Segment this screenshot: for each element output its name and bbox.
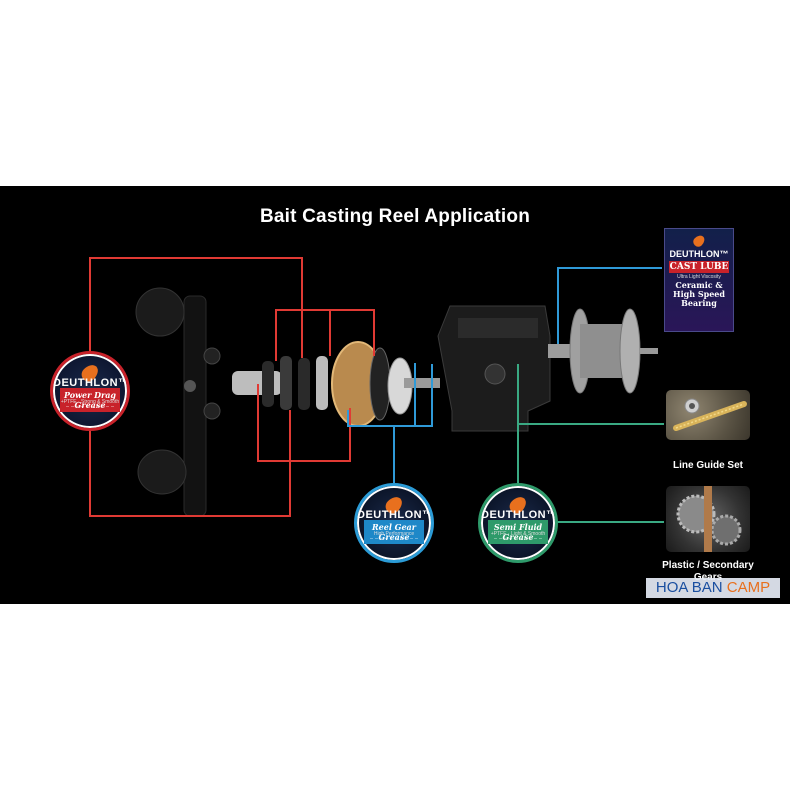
lube-spec-line: High Speed <box>673 289 725 299</box>
badge-brand: DEUTHLON™ <box>53 376 130 389</box>
gears-icon <box>370 538 418 552</box>
watermark-part: CAMP <box>726 579 771 596</box>
badge-product: Reel Gear Grease <box>364 520 424 545</box>
badge-product: Power Drag Grease <box>60 388 120 413</box>
badge-subtitle: +PTFE · Light & Smooth <box>490 531 546 538</box>
watermark-part: HOA BAN <box>655 579 727 596</box>
lube-brand: DEUTHLON™ <box>669 249 729 259</box>
badge-brand: DEUTHLON™ <box>481 508 558 521</box>
spool <box>548 308 658 394</box>
diagram-panel: Bait Casting Reel Application <box>0 186 790 604</box>
lube-spec: Ceramic & High Speed Bearing <box>667 281 731 308</box>
lube-product: CAST LUBE <box>669 261 729 273</box>
drag-washers <box>232 356 346 410</box>
reel-exploded-illustration <box>89 257 664 523</box>
lube-spec-line: Bearing <box>681 298 717 308</box>
gears-icon <box>494 538 542 552</box>
line-guide-caption: Line Guide Set <box>672 460 743 471</box>
badge-subtitle: High Performance <box>373 531 415 538</box>
lube-tagline: Ultra Light Viscosity <box>677 274 721 280</box>
secondary-gears-caption: Plastic / Secondary Gears <box>640 560 776 584</box>
badge-brand: DEUTHLON™ <box>357 508 434 521</box>
main-gear <box>331 341 440 427</box>
reel-frame <box>437 305 551 432</box>
power-drag-grease-badge: DEUTHLON™ Power Drag Grease +PTFE · Stro… <box>50 351 130 431</box>
caption-line: Gears <box>640 572 776 584</box>
reel-handle <box>135 287 221 517</box>
badge-product: Semi Fluid Grease <box>488 520 548 545</box>
line-guide-photo <box>666 390 750 440</box>
power-drag-connector <box>89 257 375 517</box>
semi-fluid-connector <box>517 364 664 523</box>
reel-gear-connector <box>347 267 662 483</box>
gears-icon <box>66 406 114 420</box>
badge-subtitle: +PTFE · Strong & Smooth <box>60 399 120 406</box>
watermark: HOA BAN CAMP <box>646 578 780 598</box>
oil-drop-icon <box>691 233 707 249</box>
diagram-title: Bait Casting Reel Application <box>259 206 531 227</box>
caption-line: Plastic / Secondary <box>662 560 754 571</box>
gears-drawing <box>676 486 742 552</box>
line-guide-drawing <box>673 398 747 431</box>
cast-lube-card: DEUTHLON™ CAST LUBE Ultra Light Viscosit… <box>664 228 734 332</box>
lube-spec-line: Ceramic & <box>675 280 723 290</box>
semi-fluid-grease-badge: DEUTHLON™ Semi Fluid Grease +PTFE · Ligh… <box>478 483 558 563</box>
reel-gear-grease-badge: DEUTHLON™ Reel Gear Grease High Performa… <box>354 483 434 563</box>
secondary-gears-photo <box>666 486 750 552</box>
